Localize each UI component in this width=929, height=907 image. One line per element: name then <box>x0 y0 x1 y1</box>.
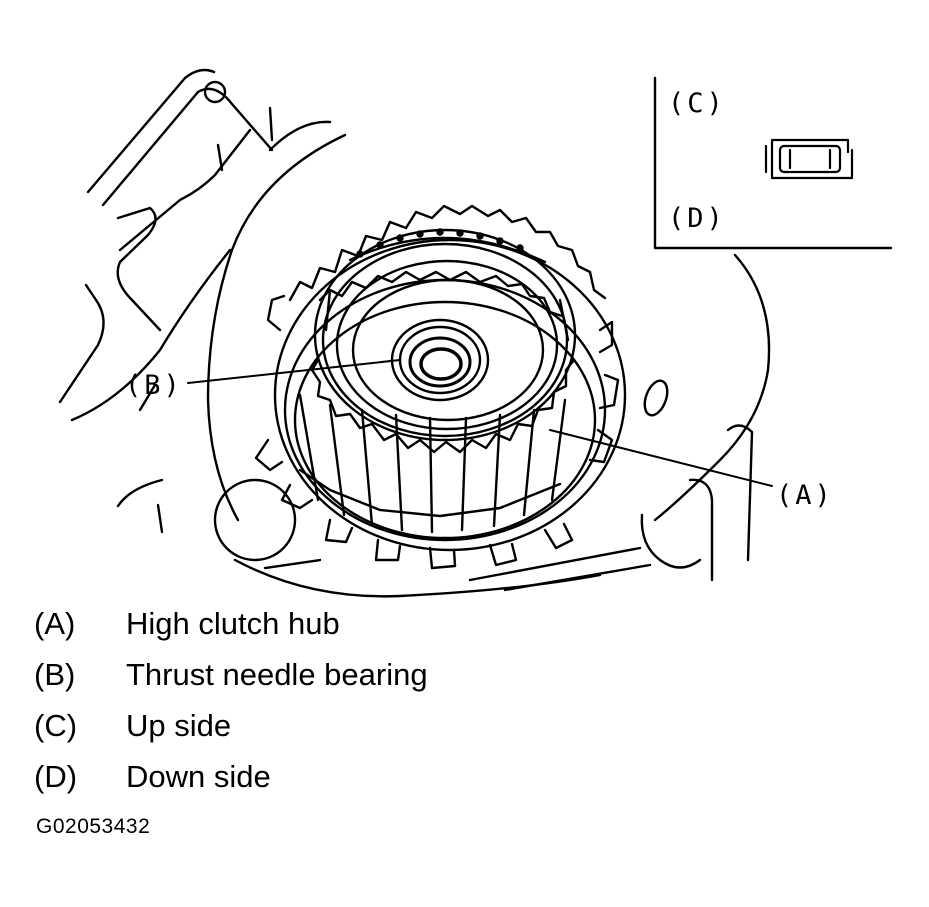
clutch-hub-illustration <box>58 68 893 598</box>
high-clutch-hub <box>310 228 577 454</box>
legend-key: (D) <box>34 758 78 794</box>
clutch-drum <box>254 204 627 570</box>
case-outline-left <box>58 68 332 534</box>
callout-c: (C) <box>668 88 726 119</box>
legend-item-a: (A) High clutch hub <box>34 598 428 649</box>
callout-d: (D) <box>668 203 726 234</box>
legend-item-b: (B) Thrust needle bearing <box>34 649 428 700</box>
legend-item-c: (C) Up side <box>34 700 428 751</box>
housing-outline <box>206 133 771 598</box>
legend-key: (C) <box>34 707 78 743</box>
legend-text: High clutch hub <box>126 605 340 641</box>
legend-key: (B) <box>34 656 76 692</box>
legend: (A) High clutch hub (B) Thrust needle be… <box>34 598 428 802</box>
leader-line-b <box>187 359 401 384</box>
legend-item-d: (D) Down side <box>34 751 428 802</box>
thrust-needle-bearing <box>390 318 490 402</box>
callout-a: (A) <box>776 480 834 511</box>
figure-id: G02053432 <box>36 815 151 838</box>
legend-text: Thrust needle bearing <box>126 656 428 692</box>
legend-key: (A) <box>34 605 76 641</box>
inset-frame <box>653 76 893 250</box>
callout-b: (B) <box>125 370 183 401</box>
legend-text: Up side <box>126 707 232 743</box>
bearing-orientation-icon <box>764 138 854 180</box>
leader-line-a <box>549 429 773 487</box>
legend-text: Down side <box>126 758 271 794</box>
